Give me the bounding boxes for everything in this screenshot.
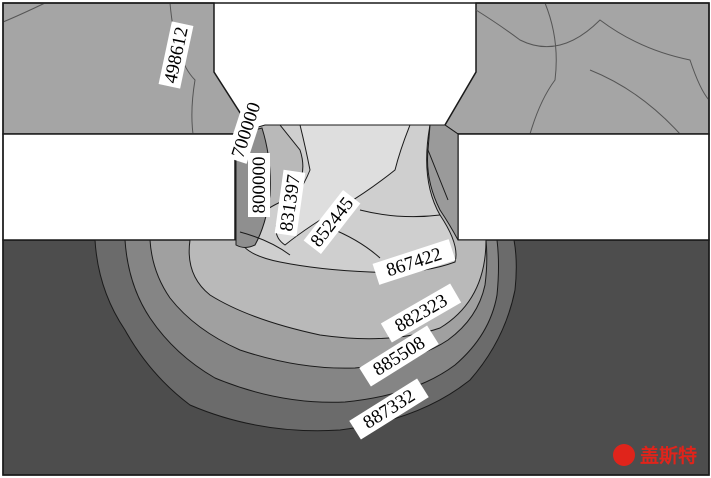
watermark: 盖斯特: [613, 444, 697, 467]
plate-gap-left: [2, 133, 236, 241]
watermark-logo-icon: [613, 444, 635, 466]
contour-label-800000: 800000: [248, 153, 270, 217]
watermark-text: 盖斯特: [640, 444, 697, 467]
upper-plate-right: [444, 2, 710, 135]
contour-label-800000-text: 800000: [249, 157, 270, 214]
upper-grain-lines: [2, 2, 710, 135]
plate-gap-right: [457, 133, 710, 241]
zone-right-edge: [427, 124, 459, 241]
zone-852445: [275, 124, 411, 246]
inner-contour-lines: [239, 149, 449, 259]
upper-plate-left: [2, 2, 247, 135]
